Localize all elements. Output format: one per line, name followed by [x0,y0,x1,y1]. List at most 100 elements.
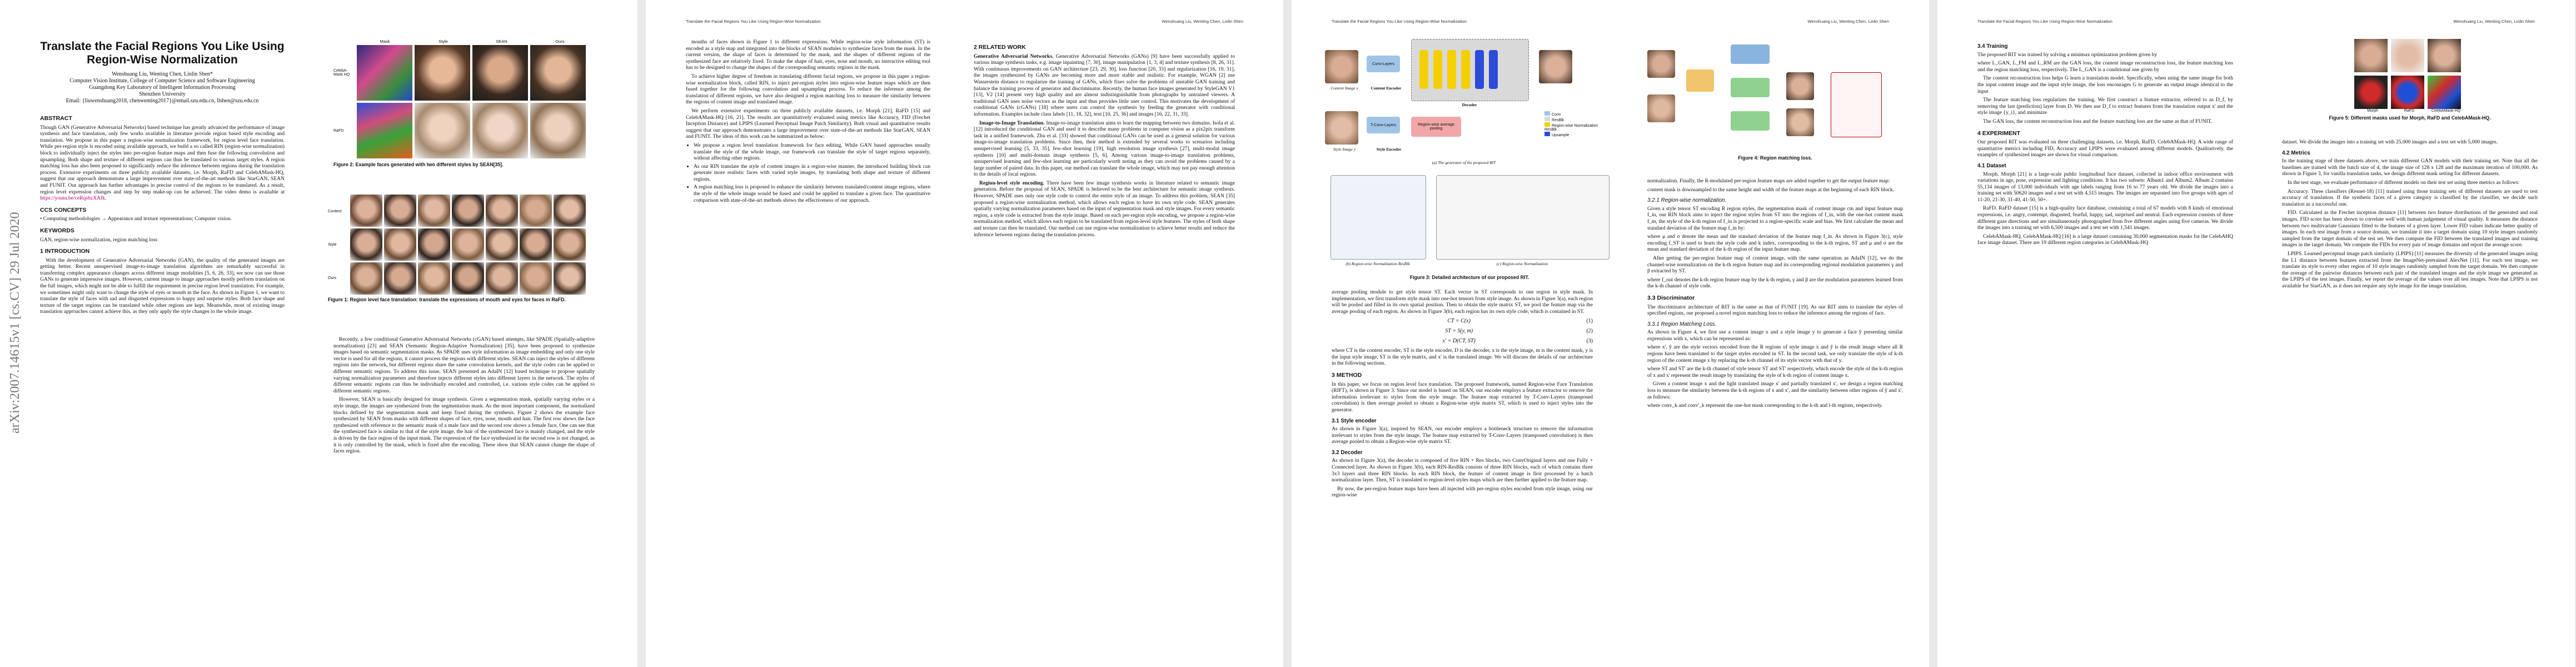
face-thumbnail [350,228,382,261]
running-head-authors: Wenshuang Liu, Wenting Chen, Linlin Shen [2453,19,2535,24]
page-2: Translate the Facial Regions You Like Us… [646,0,1283,667]
ours-face-image [530,103,586,158]
figure-3-caption: Figure 3: Detailed architecture of our p… [1409,275,1529,280]
paragraph: In the test stage, we evaluate performan… [2288,179,2520,186]
contribution-item: As our RIN translate the style of conten… [694,163,930,183]
figure-2-col-sean: SEAN [496,39,507,44]
figure-3a-caption: (a) The generator of the proposed RIT [1432,160,1496,165]
paragraph: Recently, a few conditional Generative A… [333,336,595,394]
ccs-text: • Computing methodologies → Appearance a… [40,216,232,222]
rin-resblk [1461,50,1470,89]
affiliation-line-1: Computer Vision Institute, College of Co… [69,78,255,84]
paragraph: average pooling module to get style tens… [1332,289,1593,315]
introduction-heading: 1 INTRODUCTION [40,248,90,255]
paragraph: CelebAMask-HQ. CelebAMask-HQ [16] is a l… [1977,233,2233,246]
paragraph: content mask is downsampled to the same … [1647,186,1895,193]
region-avg-pooling-block: Region-wise average pooling [1411,117,1461,137]
abstract-text: Though GAN (Generative Adversarial Netwo… [40,124,285,202]
decoder-heading: 3.2 Decoder [1332,449,1363,456]
rin-resblk [1447,50,1456,89]
author-email: Email: {liuwenshuang2018, chenwenting201… [66,98,259,104]
page-4: Translate the Facial Regions You Like Us… [1937,0,2575,667]
paragraph: Given a content image x and the light tr… [1647,381,1903,400]
figure-2: Mask Style SEAN Ours CelebA-Mask HQ RaFD… [333,39,595,168]
figure-3-legend: Conv ResBlk Region-wise Normalization Re… [1544,111,1611,137]
paragraph: where μ and σ denote the mean and the st… [1647,233,1903,253]
paragraph: To achieve higher degree of freedom in t… [686,73,930,106]
figure-2-col-style: Style [439,39,448,44]
contribution-list: We propose a region level translation fr… [686,142,930,203]
paragraph: where conv_k and conv'_k represent the o… [1647,402,1883,409]
rin-diagram [1436,175,1610,260]
figure-5-col-morph: Morph [2367,109,2378,113]
paragraph: The feature matching loss regularizes th… [1977,97,2233,116]
training-heading: 3.4 Training [1977,43,2008,49]
figure-4-caption: Figure 4: Region matching loss. [1738,155,1812,161]
legend-item: Upsample [1544,132,1611,137]
face-thumbnail [554,228,586,261]
page-1: arXiv:2007.14615v1 [cs.CV] 29 Jul 2020 T… [0,0,637,667]
figure-2-row-label: RaFD [333,128,344,133]
figure-3b-caption: (b) Region-wise Normalization ResBlk [1346,261,1410,266]
paragraph: RaFD. RaFD dataset [15] is a high-qualit… [1977,205,2233,231]
discriminator-heading: 3.3 Discriminator [1647,294,1695,301]
style-encoder-box [1686,69,1714,92]
paragraph: In this paper, we focus on region level … [1332,381,1593,413]
paragraph: where ST and ST' are the k-th channel of… [1647,366,1903,379]
face-thumbnail [452,262,484,295]
figure-1-grid: Content Style Ours [328,195,595,295]
region-matching-loss-heading: 3.3.1 Region Matching Loss. [1647,321,1717,327]
paragraph: As shown in Figure 4, we first use a con… [1647,329,1903,342]
rin-resblk [1419,50,1428,89]
style-encoder-label: Style Encoder [1376,147,1402,152]
paragraph: where L_GAN, L_FM and L_RM are the GAN l… [1977,60,2233,73]
figure-2-row-label: CelebA-Mask HQ [333,69,350,77]
paragraph: The GAN loss, the content reconstruction… [1983,118,2213,125]
segmentation-mask-image [2354,76,2388,109]
author-block: Wenshuang Liu, Wenting Chen, Linlin Shen… [40,71,285,104]
contribution-item: We propose a region level translation fr… [694,142,930,162]
style-face-image [415,103,470,158]
content-image-label: Content Image x [1331,86,1358,91]
equation: ST = S(y, m)(2) [1445,327,1593,334]
figure-1-row-style: Style [328,242,337,247]
face-thumbnail [418,195,450,227]
segmentation-mask-image [2391,76,2424,109]
figure-2-col-ours: Ours [555,39,565,44]
figure-1: Content Style Ours [328,195,595,303]
paragraph: Our proposed RIT was evaluated on three … [1977,139,2233,158]
face-thumbnail [486,195,518,227]
paragraph: mouths of faces shown in Figure 1 to dif… [686,39,930,71]
segmentation-mask-image [357,103,412,158]
paragraph: As shown in Figure 3(a), inspired by SEA… [1332,426,1593,445]
style-encoder-heading: 3.1 Style encoder [1332,417,1377,424]
page-3-right-column: normalization. Finally, the R-modulated … [1647,178,1903,411]
figure-1-row-ours: Ours [328,276,337,280]
content-encoder-box [1731,44,1770,64]
running-head-right-title: Translate the Facial Regions You Like Us… [686,19,821,24]
tconv-layers-block: T-Conv-Layers [1367,117,1400,133]
face-thumbnail [520,262,552,295]
paragraph: normalization. Finally, the R-modulated … [1647,178,1890,184]
face-thumbnail [2354,39,2388,72]
face-thumbnail [1647,94,1675,122]
figure-5-grid [2354,39,2538,109]
paragraph: LPIPS. Learned perceptual image patch si… [2282,250,2538,289]
metrics-heading: 4.2 Metrics [2282,150,2310,156]
related-region-paragraph: Region-level style encoding. There have … [974,180,1235,238]
legend-item: Region-wise Normalization ResBlk [1544,122,1611,132]
arxiv-identifier: arXiv:2007.14615v1 [cs.CV] 29 Jul 2020 [8,212,22,434]
paragraph: We perform extensive experiments on thre… [686,107,930,140]
running-head-authors: Wenshuang Liu, Wenting Chen, Linlin Shen [1162,19,1243,24]
paragraph: However, SEAN is basically designed for … [333,396,595,455]
page-4-right-column: dataset. We divide the images into a tra… [2282,139,2538,291]
figure-4: Figure 4: Region matching loss. [1647,39,1903,167]
face-thumbnail [418,262,450,295]
equation: x' = D(CT, ST)(3) [1442,337,1593,344]
region-matching-loss-box [1831,72,1882,137]
style-image-label: Style Image y [1333,147,1356,152]
video-demo-link[interactable]: https://youtu.be/ceRqsbzXAfk. [40,195,107,202]
segmentation-mask-image [2428,76,2461,109]
style-image-thumbnail [1325,111,1358,145]
page-1-right-column: Recently, a few conditional Generative A… [333,336,595,457]
